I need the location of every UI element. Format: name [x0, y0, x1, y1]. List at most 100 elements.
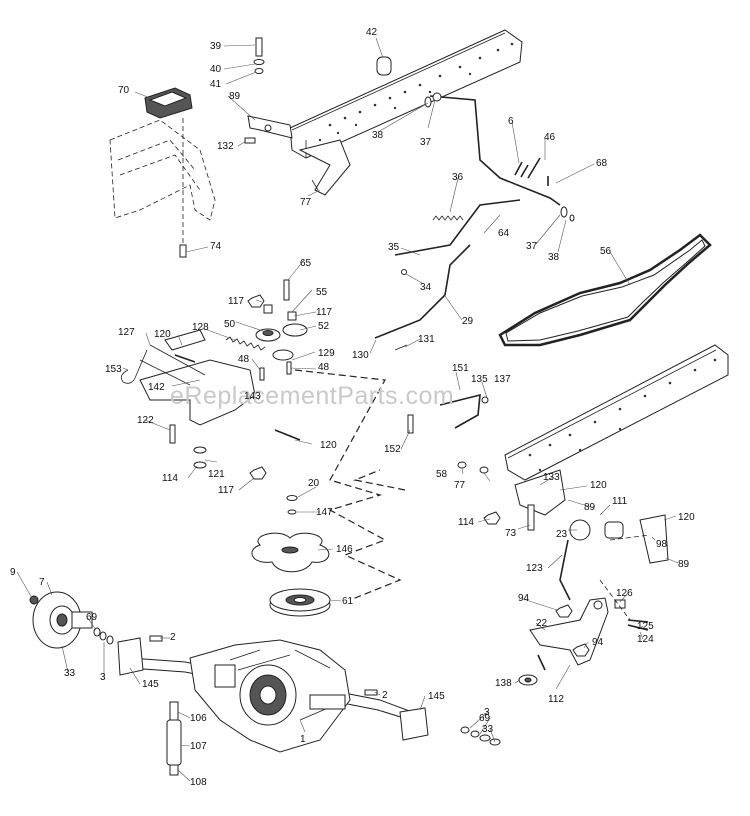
callout-145a: 145 [142, 679, 159, 690]
callout-2b: 2 [382, 690, 388, 701]
callout-3b: 3 [484, 707, 490, 718]
bolt-132 [244, 137, 256, 144]
wheel-hub [29, 591, 501, 746]
callout-135: 135 [471, 374, 488, 385]
callout-132: 132 [217, 141, 234, 152]
callout-42: 42 [366, 27, 378, 38]
fan-pulley-assembly [251, 495, 331, 617]
callout-38: 38 [372, 130, 384, 141]
callout-94b: 94 [592, 637, 604, 648]
callout-131: 131 [418, 334, 435, 345]
callout-147: 147 [316, 507, 333, 518]
callout-41: 41 [210, 79, 222, 90]
callout-112: 112 [548, 694, 564, 705]
callout-38b: 38 [548, 252, 560, 263]
callout-55: 55 [316, 287, 328, 298]
callout-121: 121 [208, 469, 225, 480]
callout-23: 23 [556, 529, 568, 540]
callout-127: 127 [118, 327, 135, 338]
callout-117b: 117 [316, 307, 332, 318]
callout-89c: 89 [678, 559, 690, 570]
callout-120d: 120 [678, 512, 695, 523]
callout-69b: 69 [479, 713, 491, 724]
right-frame-rail [457, 344, 729, 531]
callout-40: 40 [210, 64, 222, 75]
callout-29: 29 [462, 316, 474, 327]
bolt-stack-39-41 [253, 37, 265, 74]
callout-138: 138 [495, 678, 512, 689]
callout-6: 6 [508, 116, 514, 127]
callout-73: 73 [505, 528, 517, 539]
callout-68: 68 [596, 158, 608, 169]
callout-2a: 2 [170, 632, 176, 643]
callout-22: 22 [536, 618, 548, 629]
callout-58: 58 [436, 469, 448, 480]
spacer-42 [376, 56, 392, 76]
callout-133: 133 [543, 472, 560, 483]
callout-120a: 120 [154, 329, 171, 340]
callout-128: 128 [192, 322, 209, 333]
callout-33b: 33 [482, 724, 494, 735]
transaxle [117, 635, 429, 753]
callout-117c: 117 [218, 485, 234, 496]
callout-74: 74 [210, 241, 222, 252]
callout-69a: 69 [86, 612, 98, 623]
callout-89b: 89 [584, 502, 596, 513]
callout-145b: 145 [428, 691, 445, 702]
callout-37b: 37 [526, 241, 538, 252]
callout-143: 143 [244, 391, 261, 402]
callout-70: 70 [118, 85, 130, 96]
callout-50: 50 [224, 319, 236, 330]
callout-108: 108 [190, 777, 207, 788]
callout-107: 107 [190, 741, 207, 752]
callout-33a: 33 [64, 668, 76, 679]
callout-65: 65 [300, 258, 312, 269]
drive-belt [498, 233, 712, 347]
shift-knob [144, 87, 193, 258]
callout-126: 126 [616, 588, 633, 599]
watermark: eReplacementParts.com [170, 382, 454, 410]
shift-linkage [374, 92, 575, 351]
bypass-rod [407, 393, 489, 434]
callout-114b: 114 [458, 517, 474, 528]
callout-123: 123 [526, 563, 543, 574]
callout-48b: 48 [238, 354, 250, 365]
callout-151: 151 [452, 363, 469, 374]
callout-46: 46 [544, 132, 556, 143]
callout-61: 61 [342, 596, 354, 607]
callout-129: 129 [318, 348, 335, 359]
callout-labels: 39 40 41 70 89 132 42 38 37 77 6 46 68 3… [10, 27, 695, 788]
idler-bracket-assembly [120, 279, 308, 480]
callout-39: 39 [210, 41, 222, 52]
callout-52: 52 [318, 321, 330, 332]
callout-106: 106 [190, 713, 207, 724]
callout-34: 34 [420, 282, 432, 293]
callout-137: 137 [494, 374, 511, 385]
callout-89: 89 [229, 91, 241, 102]
motion-control-assembly [518, 514, 669, 686]
callout-114a: 114 [162, 473, 178, 484]
callout-120c: 120 [590, 480, 607, 491]
callout-3a: 3 [100, 672, 106, 683]
callout-111: 111 [612, 496, 628, 507]
callout-77b: 77 [454, 480, 466, 491]
callout-125: 125 [637, 621, 654, 632]
callout-124: 124 [637, 634, 654, 645]
leader-lines [16, 37, 679, 782]
callout-20: 20 [308, 478, 320, 489]
callout-142: 142 [148, 382, 165, 393]
callout-37: 37 [420, 137, 432, 148]
callout-146: 146 [336, 544, 353, 555]
callout-7: 7 [39, 577, 45, 588]
callout-98: 98 [656, 539, 668, 550]
fender-outline [109, 119, 216, 221]
callout-36: 36 [452, 172, 464, 183]
callout-9: 9 [10, 567, 16, 578]
callout-64: 64 [498, 228, 510, 239]
callout-153: 153 [105, 364, 122, 375]
drain-tube [166, 701, 182, 776]
callout-56: 56 [600, 246, 612, 257]
callout-48a: 48 [318, 362, 330, 373]
